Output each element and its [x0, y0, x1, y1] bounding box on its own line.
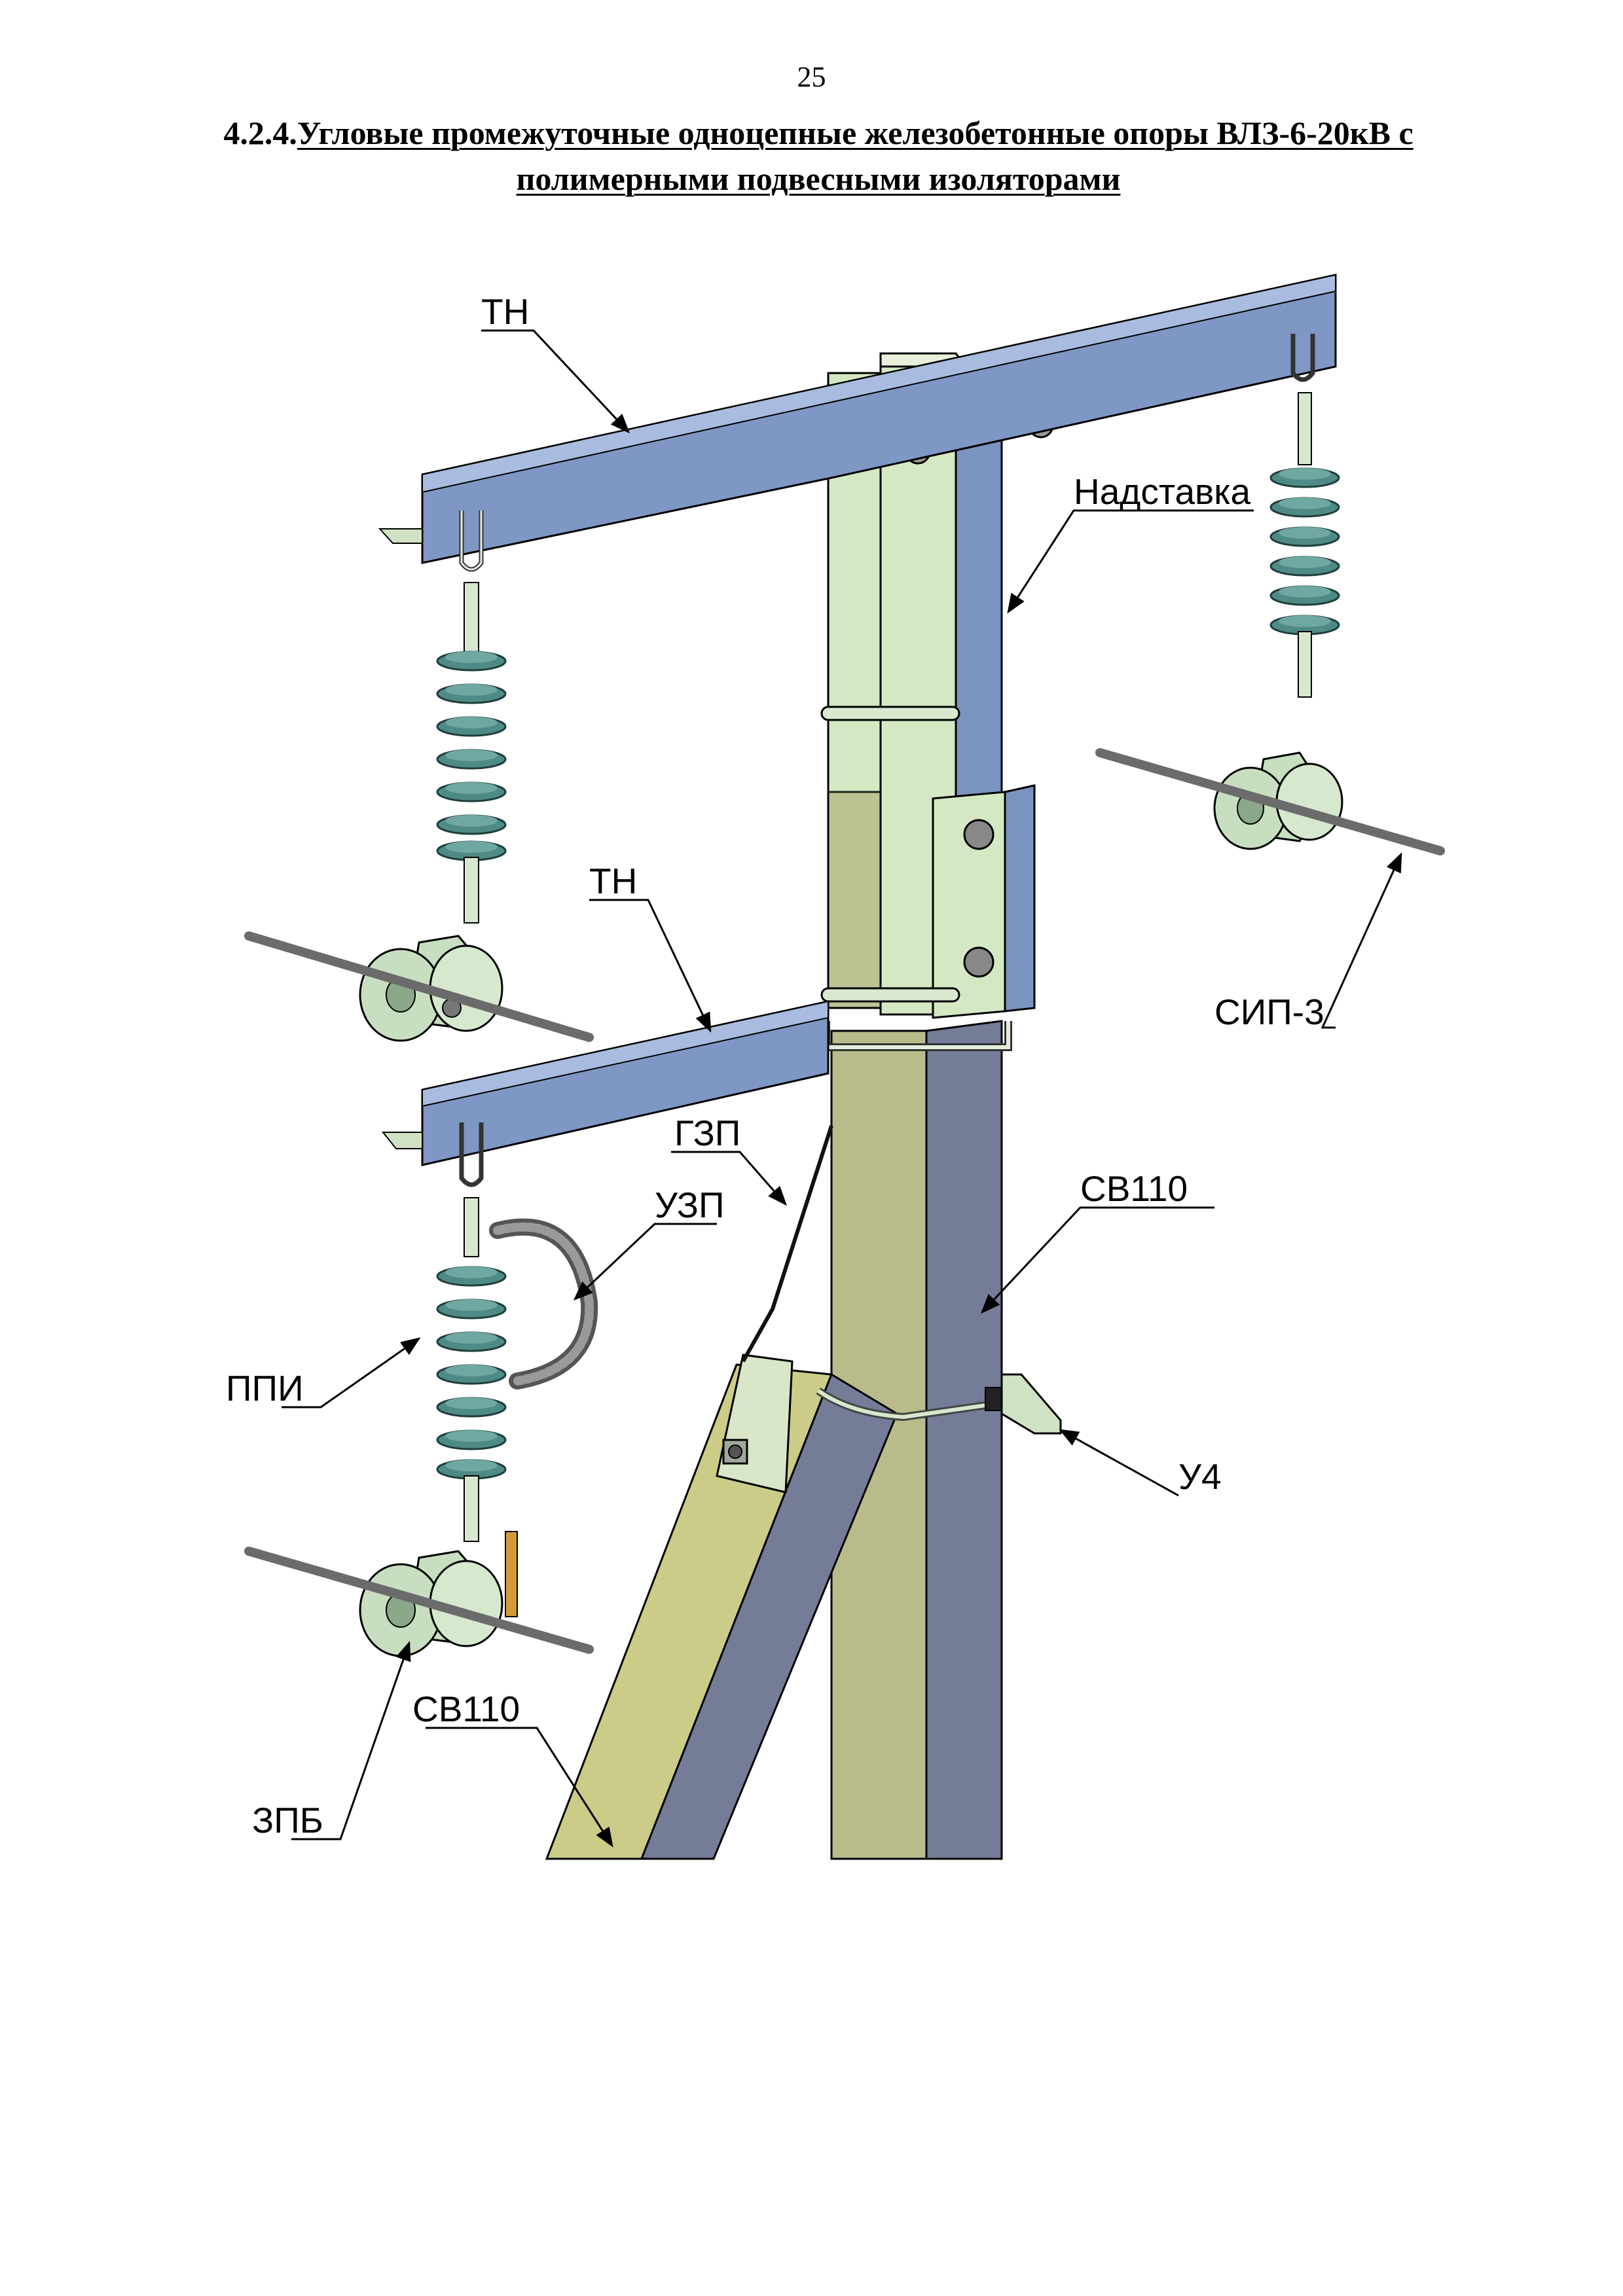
label-tn-bottom: ТН	[589, 861, 637, 901]
page-title: 4.2.4.Угловые промежуточные одноцепные ж…	[98, 110, 1539, 202]
right-insulator	[1213, 334, 1343, 850]
leader-lines	[282, 329, 1402, 1848]
label-tn-top: ТН	[481, 291, 529, 332]
left-lower-cable	[244, 1547, 594, 1654]
label-u4: У4	[1178, 1456, 1222, 1497]
label-sv110-strut: СВ110	[412, 1689, 520, 1729]
gzp-ground-wire	[741, 1125, 833, 1363]
top-crossarm	[378, 274, 1337, 564]
page-number: 25	[797, 61, 826, 93]
label-zpb: ЗПБ	[252, 1800, 323, 1840]
right-cable-sip3	[1095, 748, 1445, 855]
zpb-marker	[505, 1531, 518, 1617]
label-nadstavka: Надставка	[1074, 471, 1251, 512]
label-ppi: ППИ	[226, 1368, 304, 1408]
left-upper-insulator	[359, 511, 507, 1042]
label-gzp: ГЗП	[674, 1113, 740, 1153]
inclined-strut	[545, 1354, 898, 1860]
label-sip3: СИП-3	[1214, 992, 1324, 1032]
label-sv110-main: СВ110	[1080, 1168, 1188, 1209]
u4-clamp	[816, 1373, 1062, 1435]
title-number: 4.2.4.	[223, 115, 297, 151]
label-uzp: УЗП	[655, 1185, 724, 1225]
title-line-1: Угловые промежуточные одноцепные железоб…	[297, 115, 1413, 151]
title-line-2: полимерными подвесными изоляторами	[516, 160, 1121, 197]
left-upper-cable	[244, 931, 594, 1042]
left-lower-insulator	[359, 1122, 507, 1657]
bottom-crossarm	[381, 1000, 830, 1166]
